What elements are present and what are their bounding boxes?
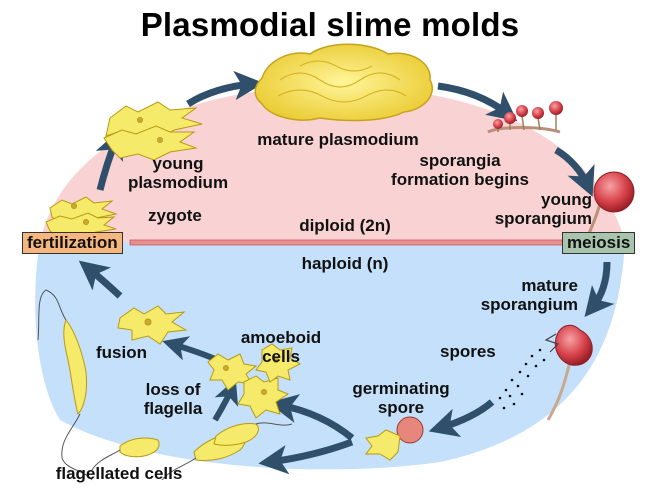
- amoeboid-cells-art: [207, 343, 302, 419]
- label-spores: spores: [440, 342, 496, 361]
- label-flagellated-cells: flagellated cells: [55, 464, 183, 483]
- label-young-sporangium: young sporangium: [494, 190, 592, 228]
- label-fusion: fusion: [96, 343, 147, 362]
- haploid-label: haploid (n): [301, 254, 389, 273]
- flagella: [37, 289, 293, 481]
- label-mature-plasmodium: mature plasmodium: [257, 130, 419, 149]
- label-amoeboid-cells: amoeboid cells: [240, 328, 322, 366]
- label-sporangia-formation: sporangia formation begins: [391, 151, 529, 189]
- zygote-cells: [45, 196, 118, 239]
- fusion-cells-art: [117, 305, 188, 345]
- arrow-to-mature-sporangium: [584, 261, 615, 318]
- label-zygote: zygote: [148, 206, 202, 225]
- diagram-title: Plasmodial slime molds: [140, 6, 520, 43]
- mature-sporangium-art: [544, 324, 593, 421]
- label-mature-sporangium: mature sporangium: [480, 276, 578, 314]
- label-young-plasmodium: young plasmodium: [127, 154, 229, 192]
- arrow-to-sporangia: [437, 82, 518, 122]
- label-germinating-spore: germinating spore: [352, 379, 450, 417]
- ploidy-divider: [129, 239, 571, 246]
- flagellated-cells-art: [63, 319, 259, 461]
- sporangia-formation-art: [487, 101, 563, 134]
- mature-plasmodium-art: [254, 43, 433, 122]
- arrow-to-young-sporangium: [554, 146, 595, 197]
- meiosis-box: meiosis: [562, 232, 636, 254]
- arrow-to-mature-plasmodium: [186, 70, 264, 107]
- label-loss-of-flagella: loss of flagella: [143, 380, 203, 418]
- young-plasmodium-art: [103, 101, 203, 161]
- arrow-to-amoeboid-cells: [268, 394, 355, 441]
- germinating-spore-art: [365, 416, 424, 461]
- diploid-label: diploid (2n): [299, 216, 391, 235]
- arrow-loss-of-flagella: [212, 378, 239, 422]
- spore-dots: [498, 348, 546, 410]
- arrow-to-germinating-spore: [428, 399, 495, 438]
- arrow-flagellated-to-fusion: [78, 260, 123, 299]
- fertilization-box: fertilization: [22, 232, 123, 254]
- arrow-to-flagellated-cells: [258, 438, 354, 475]
